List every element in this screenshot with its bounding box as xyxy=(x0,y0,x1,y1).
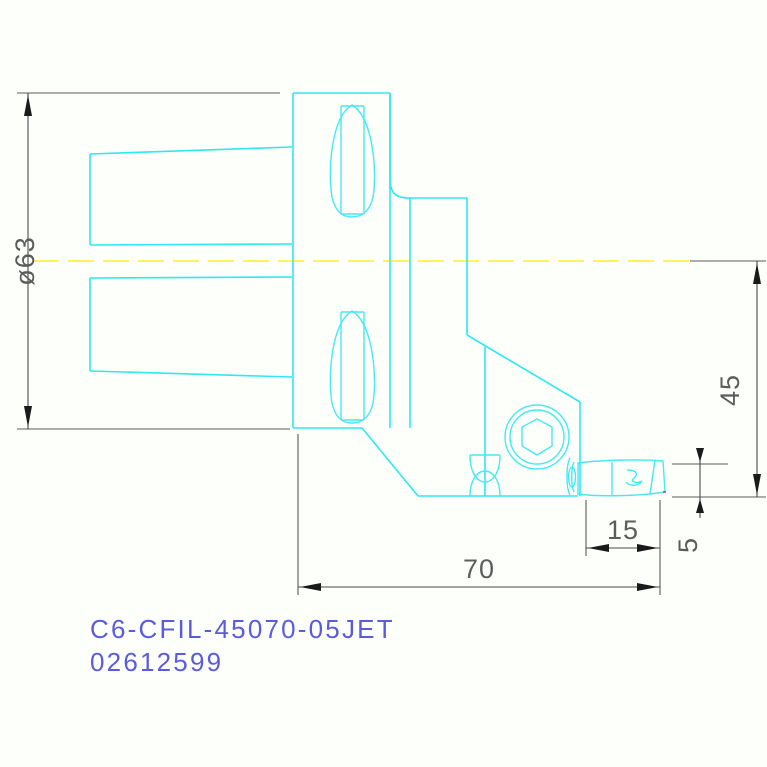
insert-seat-wedge xyxy=(466,334,581,496)
upper-step-fillet xyxy=(389,93,468,428)
dimension-label-height-5: 5 xyxy=(673,537,703,553)
capto-shank-taper xyxy=(89,146,293,378)
dimension-height-45: 45 xyxy=(672,260,766,498)
part-designation-label: C6-CFIL-45070-05JET xyxy=(90,614,395,644)
part-number-label: 02612599 xyxy=(90,647,223,677)
title-block: C6-CFIL-45070-05JET 02612599 xyxy=(90,614,395,677)
cutting-insert xyxy=(566,457,666,497)
lower-chamfer xyxy=(361,427,578,497)
dimension-label-length-15: 15 xyxy=(607,515,639,545)
part-geometry xyxy=(89,92,666,497)
lower-oval-feature xyxy=(329,310,376,424)
upper-oval-feature xyxy=(329,104,376,218)
dimension-height-5: 5 xyxy=(672,448,728,553)
dimension-label-height-45: 45 xyxy=(715,374,745,406)
dimension-length-70: 70 xyxy=(297,434,661,595)
dimension-label-length-70: 70 xyxy=(463,554,495,584)
dimension-label-diameter-63: ø63 xyxy=(10,236,40,286)
coolant-slot-detail xyxy=(469,454,501,497)
hex-clamp-screw xyxy=(504,404,570,470)
dimension-diameter-63: ø63 xyxy=(10,92,290,430)
dimension-length-15: 15 xyxy=(585,500,660,556)
